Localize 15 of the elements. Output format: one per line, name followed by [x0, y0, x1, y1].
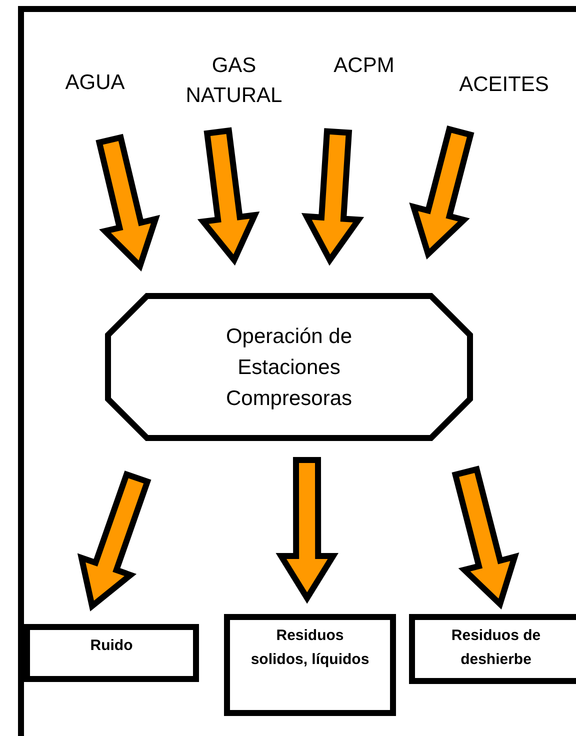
input-label: AGUA: [50, 68, 140, 100]
block-arrow: [197, 127, 260, 266]
output-box: Residuos de deshierbe: [409, 614, 576, 684]
block-arrow: [77, 470, 152, 612]
output-box: Residuos solidos, líquidos: [224, 614, 396, 716]
input-label: GAS NATURAL: [178, 51, 290, 113]
block-arrow: [409, 126, 474, 260]
input-label: ACEITES: [442, 70, 566, 102]
block-arrow: [276, 457, 338, 604]
output-box: Ruido: [24, 624, 199, 682]
input-label: ACPM: [318, 51, 410, 83]
block-arrow: [452, 466, 520, 610]
block-arrow: [301, 128, 364, 266]
process-label: Operación de Estaciones Compresoras: [224, 324, 354, 412]
block-arrow: [96, 134, 160, 272]
